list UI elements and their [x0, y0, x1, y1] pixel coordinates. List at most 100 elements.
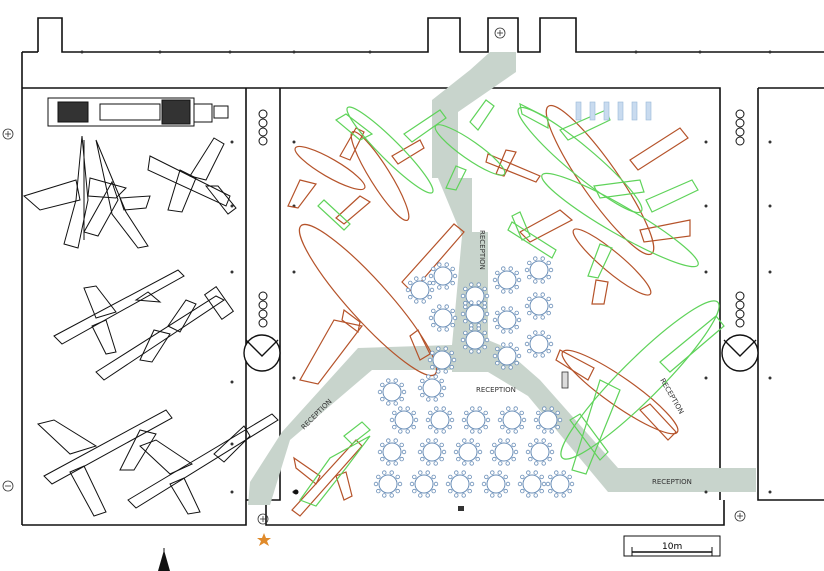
scale-bar: 10m: [623, 535, 721, 557]
chair: [533, 256, 538, 261]
chair: [430, 350, 435, 356]
chair: [567, 474, 572, 480]
scale-bar-label: 10m: [662, 542, 682, 552]
chair: [527, 296, 532, 302]
chair: [519, 424, 524, 430]
chair: [495, 324, 500, 330]
chair: [533, 417, 539, 423]
chair: [546, 274, 551, 280]
chair: [447, 424, 452, 430]
chair: [511, 456, 516, 462]
chair: [393, 438, 398, 443]
chair: [482, 330, 487, 336]
chair: [516, 317, 522, 323]
chair: [567, 488, 572, 494]
chair: [431, 322, 436, 328]
chair: [516, 353, 522, 359]
chair: [545, 481, 551, 487]
chair: [549, 406, 554, 411]
chair: [452, 273, 458, 279]
round-table: [517, 470, 547, 498]
chair: [389, 493, 394, 498]
north-corridor-label: RECEPTION: [478, 230, 486, 270]
chair: [414, 299, 419, 304]
jet-2: [83, 139, 151, 249]
red-jet-center: [485, 149, 541, 183]
chair: [508, 266, 513, 271]
chair: [447, 410, 452, 416]
round-table: [428, 304, 458, 332]
chair: [461, 470, 466, 475]
green-plane-top-left: [317, 106, 447, 231]
chair: [456, 442, 461, 448]
chair: [405, 406, 410, 411]
chair: [412, 474, 417, 480]
round-table: [453, 438, 483, 466]
round-table: [405, 276, 435, 304]
entrance-marker: [458, 506, 464, 511]
chair: [519, 410, 524, 416]
chair: [508, 329, 513, 334]
chair: [526, 470, 531, 475]
red-lower-left-jet: [291, 439, 363, 517]
chair: [408, 280, 413, 286]
chair: [418, 470, 423, 475]
green-large-lower: [560, 300, 725, 475]
chair: [546, 348, 551, 354]
round-table: [545, 470, 575, 498]
chair: [445, 481, 451, 487]
chair: [514, 284, 519, 290]
chair: [399, 456, 404, 462]
chair: [533, 315, 538, 320]
jet-5: [95, 286, 235, 381]
jet-7: [127, 413, 279, 515]
round-table: [481, 470, 511, 498]
chair: [514, 324, 519, 330]
chair: [524, 341, 530, 347]
star-marker: [257, 533, 271, 546]
chair: [405, 287, 411, 293]
chair: [428, 315, 434, 321]
chair: [437, 304, 442, 309]
chair: [377, 389, 383, 395]
chair: [508, 365, 513, 370]
east-corridor-label: RECEPTION: [652, 478, 692, 486]
chair: [500, 424, 505, 430]
chair: [393, 461, 398, 466]
chair: [380, 396, 385, 402]
chair: [546, 334, 551, 340]
chair: [413, 417, 419, 423]
chair: [521, 417, 527, 423]
center-corridor-label: RECEPTION: [476, 386, 516, 394]
chair: [561, 470, 566, 475]
chair: [393, 401, 398, 406]
chair: [398, 406, 403, 411]
chair: [482, 318, 487, 324]
chair: [508, 342, 513, 347]
chair: [506, 429, 511, 434]
chair: [408, 294, 413, 300]
round-table: [533, 406, 563, 434]
chair: [483, 410, 488, 416]
chair: [420, 392, 425, 398]
green-small-jet: [507, 211, 557, 259]
chair: [549, 449, 555, 455]
chair: [505, 461, 510, 466]
chair: [389, 470, 394, 475]
chair: [524, 267, 530, 273]
chair: [463, 286, 468, 292]
chair: [533, 470, 538, 475]
green-aircraft: [299, 99, 725, 507]
chair: [469, 282, 474, 287]
chair: [549, 429, 554, 434]
chair: [411, 410, 416, 416]
chair: [417, 449, 423, 455]
chair: [437, 262, 442, 267]
chair: [540, 315, 545, 320]
chair: [548, 267, 554, 273]
chair: [399, 382, 404, 388]
chair: [436, 369, 441, 374]
chair: [483, 424, 488, 430]
chair: [505, 481, 511, 487]
chair: [414, 276, 419, 281]
